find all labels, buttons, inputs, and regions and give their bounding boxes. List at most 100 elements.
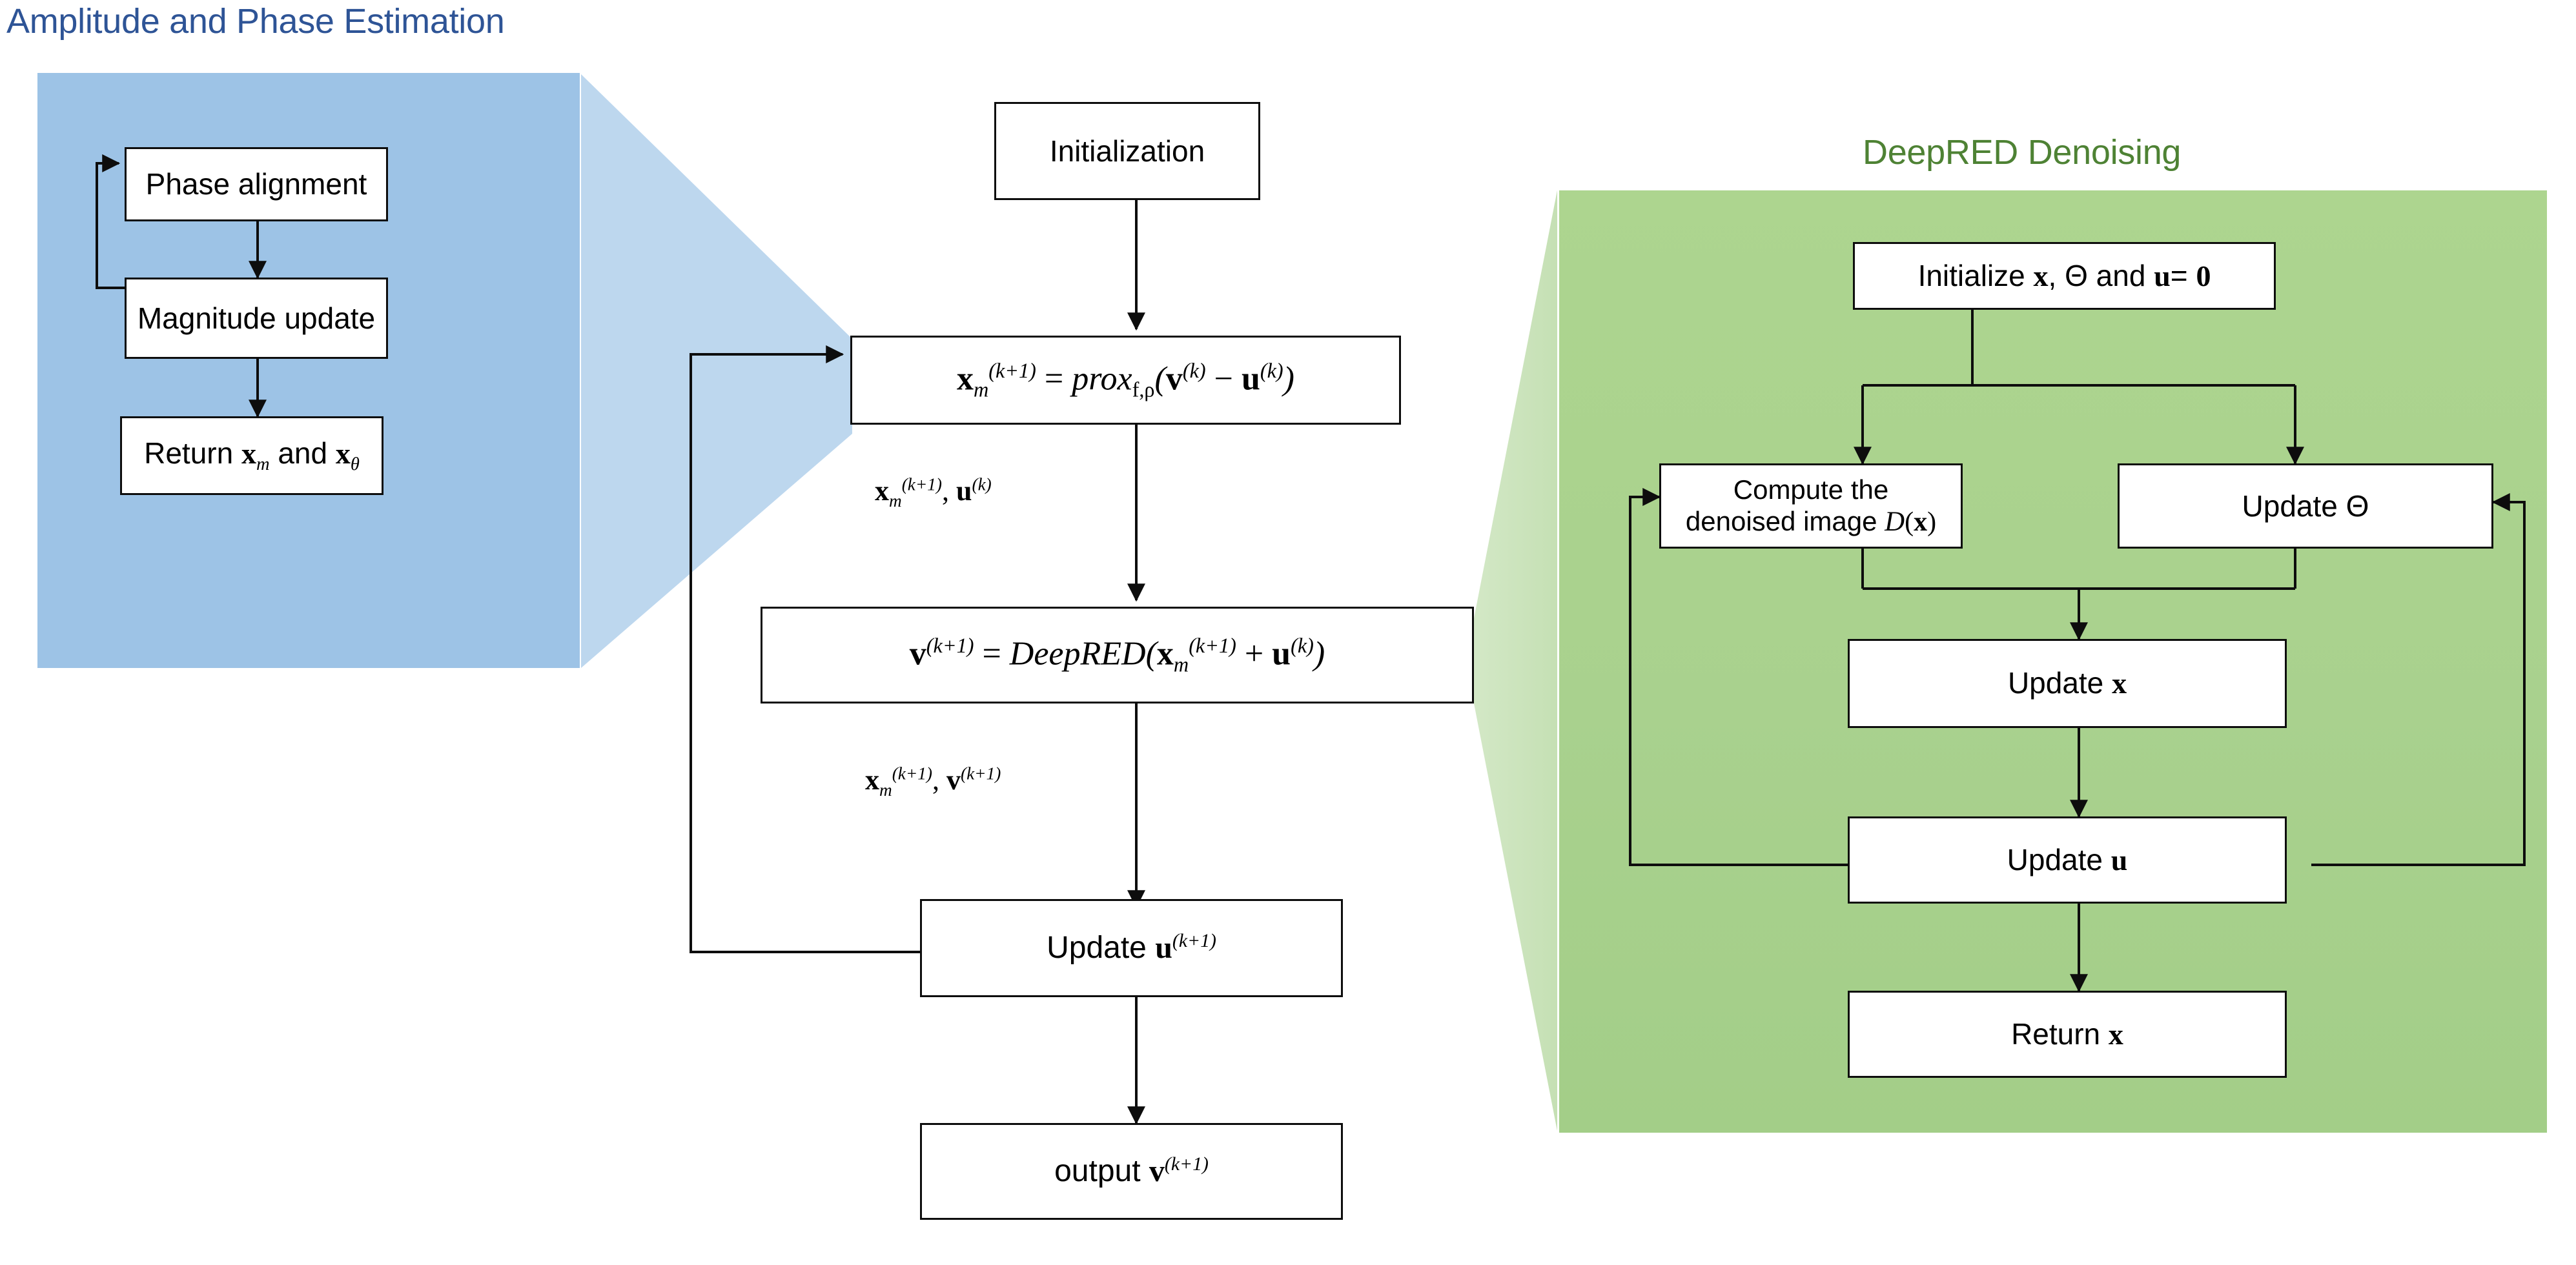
prox-close-paren: ) [1283,359,1294,397]
edge2-var-v: v [946,764,961,796]
return-x-lead: Return [2011,1017,2109,1051]
update-x-var: x [2112,667,2127,700]
output-v-var: v [1149,1154,1165,1189]
node-initialize-x-theta-u[interactable]: Initialize x, Θ and u= 0 [1853,242,2276,310]
init-var-u: u [2154,259,2171,292]
init-and: and [2087,258,2154,292]
init-comma: , [2048,258,2065,292]
node-return-xm-xtheta[interactable]: Return xm and xθ [120,416,383,495]
node-update-theta[interactable]: Update Θ [2118,463,2493,549]
prox-arg-v-sup: (k) [1182,358,1206,382]
update-theta-lead: Update [2242,489,2346,523]
edge-magnitude-to-phase-feedback [96,154,125,289]
prox-equals: = [1044,359,1064,397]
edge1-sub-m: m [889,491,902,511]
output-v-lead: output [1054,1154,1149,1189]
prox-lhs-sup: (k+1) [988,358,1036,382]
edge1-sup-k1: (k+1) [901,474,942,494]
node-deepred-step-label: v(k+1) = DeepRED(xm(k+1) + u(k)) [903,634,1331,677]
edge-label-xm-u: xm(k+1), u(k) [875,474,992,511]
init-var-x: x [2033,259,2049,292]
node-deepred-step[interactable]: v(k+1) = DeepRED(xm(k+1) + u(k)) [761,607,1474,703]
prox-lhs: x [956,359,974,397]
edge2-sup-k1: (k+1) [892,764,932,784]
node-prox-step-label: xm(k+1) = proxf,ρ(v(k) − u(k)) [950,359,1301,402]
prox-open-paren: ( [1154,359,1166,397]
node-update-u-label: Update u(k+1) [1040,930,1223,966]
deepred-fn: DeepRED [1009,634,1146,672]
edge2-sub-m: m [879,780,892,800]
node-phase-alignment-label: Phase alignment [145,167,367,201]
update-theta-var: Θ [2346,489,2369,523]
compute-cal-d: D [1885,506,1905,537]
node-compute-denoised-label: Compute the denoised image D(x) [1679,474,1943,538]
output-v-sup: (k+1) [1164,1153,1209,1175]
blue-callout-wedge [581,74,852,668]
edge-update-u-to-compute-feedback [1629,488,1848,866]
node-initialization[interactable]: Initialization [994,102,1260,200]
prox-lhs-sub: m [973,378,989,401]
return-var-xm: x [241,436,256,470]
compute-var-x: x [1914,507,1928,537]
node-compute-denoised-image[interactable]: Compute the denoised image D(x) [1659,463,1963,549]
prox-fn: prox [1072,359,1132,397]
node-update-x[interactable]: Update x [1848,639,2287,728]
deepred-arg-xm: x [1156,634,1174,672]
deepred-arg-xm-sub: m [1173,653,1189,676]
node-magnitude-update-label: Magnitude update [137,301,376,335]
node-update-u-inner[interactable]: Update u [1848,816,2287,904]
prox-arg-u-sup: (k) [1260,358,1283,382]
init-equals: = [2170,258,2196,292]
edge-update-u-to-theta-feedback [2311,493,2526,866]
deepred-lhs: v [909,634,926,672]
return-lead: Return [144,436,241,470]
deepred-arg-u-sup: (k) [1291,633,1314,657]
edge1-sup-k: (k) [972,474,992,494]
init-lead: Initialize [1917,258,2034,292]
node-return-x-label: Return x [2005,1017,2130,1052]
deepred-operator: + [1244,634,1264,672]
return-sub-theta: θ [350,454,360,474]
node-output-v-label: output v(k+1) [1048,1153,1215,1189]
node-initialization-label: Initialization [1049,134,1205,168]
node-prox-step[interactable]: xm(k+1) = proxf,ρ(v(k) − u(k)) [850,336,1401,425]
prox-fn-sub: f,ρ [1132,378,1155,401]
edge1-comma: , [942,475,956,507]
compute-open-paren: ( [1905,507,1914,537]
node-return-x[interactable]: Return x [1848,991,2287,1078]
edge1-var-x: x [875,475,889,507]
return-sub-m: m [256,454,270,474]
right-panel-title: DeepRED Denoising [1863,133,2182,172]
node-update-u-inner-label: Update u [2001,843,2134,878]
node-magnitude-update[interactable]: Magnitude update [125,278,388,359]
edge2-var-x: x [865,764,879,796]
init-var-theta: Θ [2065,258,2088,292]
node-return-xm-xtheta-label: Return xm and xθ [138,436,366,476]
deepred-open-paren: ( [1145,634,1157,672]
update-u-sup: (k+1) [1172,930,1216,952]
init-var-zero: 0 [2196,259,2211,292]
return-x-var: x [2108,1017,2123,1051]
return-var-xtheta: x [335,436,351,470]
compute-close-paren: ) [1927,507,1937,537]
prox-operator: − [1214,359,1233,397]
update-u-inner-lead: Update [2007,842,2111,876]
node-update-u[interactable]: Update u(k+1) [920,899,1343,997]
deepred-close-paren: ) [1313,634,1325,672]
deepred-lhs-sup: (k+1) [926,633,974,657]
node-initialize-label: Initialize x, Θ and u= 0 [1912,259,2218,294]
return-mid: and [269,436,336,470]
update-u-inner-var: u [2111,843,2128,876]
update-x-lead: Update [2007,666,2112,700]
node-output-v[interactable]: output v(k+1) [920,1123,1343,1220]
edge-label-xm-v: xm(k+1), v(k+1) [865,764,1001,800]
update-u-var: u [1155,931,1172,966]
deepred-arg-u: u [1272,634,1291,672]
edge2-sup-k1b: (k+1) [961,764,1001,784]
deepred-arg-xm-sup: (k+1) [1189,633,1236,657]
node-phase-alignment[interactable]: Phase alignment [125,147,388,221]
deepred-equals: = [982,634,1001,672]
edge-update-u-to-prox-feedback [690,345,938,953]
